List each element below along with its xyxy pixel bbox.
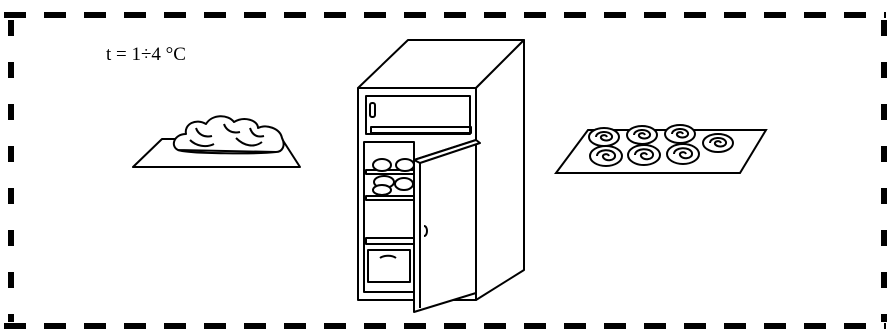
bun-5 xyxy=(590,146,622,166)
buns-icon xyxy=(556,125,766,173)
dough-icon xyxy=(133,116,300,167)
bun-2 xyxy=(627,126,657,144)
temperature-label: t = 1÷4 °C xyxy=(106,44,186,66)
refrigerator-icon xyxy=(358,40,524,312)
bun-6 xyxy=(628,145,660,165)
bun-4 xyxy=(703,134,733,152)
bun-7 xyxy=(667,144,699,164)
bun-3 xyxy=(665,125,695,143)
bun-1 xyxy=(589,128,619,146)
